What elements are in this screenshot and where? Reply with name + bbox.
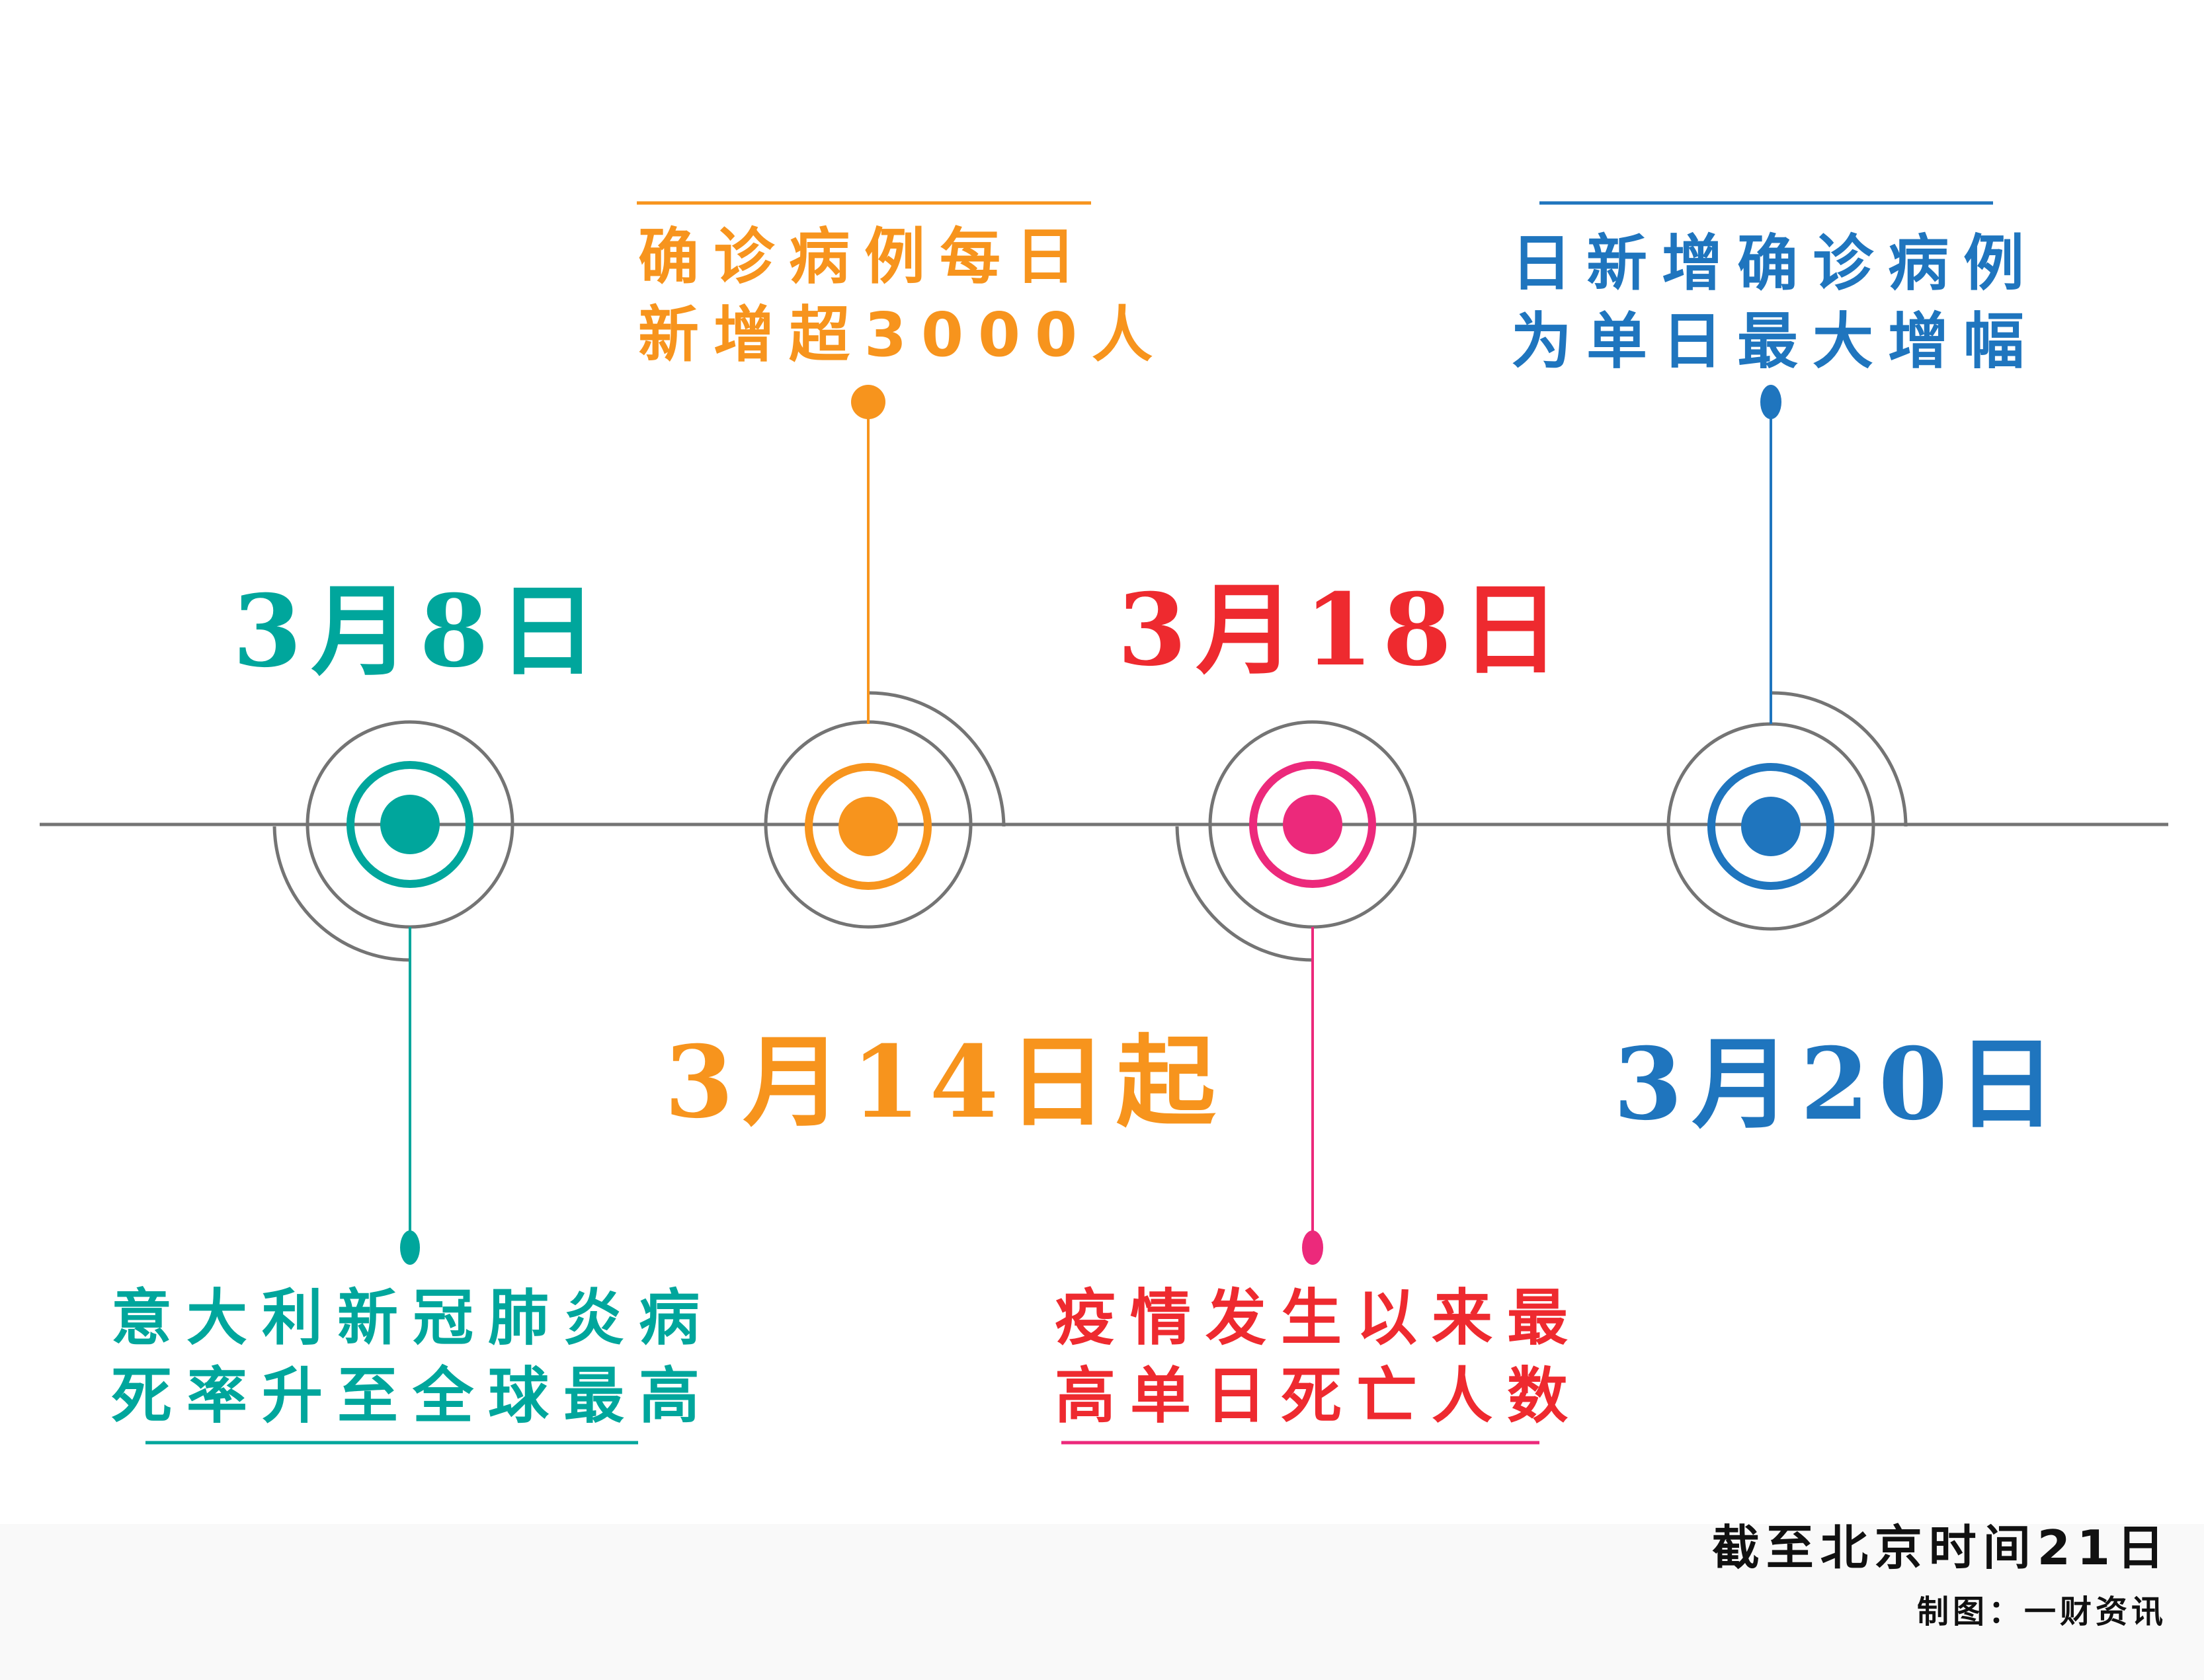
as-of-note: 截至北京时间21日 <box>1711 1520 2171 1576</box>
marker-mar14 <box>637 201 1091 929</box>
chart-credit: 制图：一财资讯 <box>1916 1593 2167 1630</box>
event-date-mar18: 3月18日 <box>1118 572 1570 688</box>
connector-dot-icon <box>400 1230 420 1265</box>
event-description-mar18: 疫情发生以来最 高单日死亡人数 <box>1055 1279 1582 1435</box>
marker-mar8 <box>145 720 638 1445</box>
marker-mar18 <box>1061 720 1539 1445</box>
description-line: 为单日最大增幅 <box>1511 306 2039 377</box>
connector-dot-icon <box>851 385 885 419</box>
event-date-mar20: 3月20日 <box>1613 1026 2066 1142</box>
inner-ring-icon <box>1249 761 1376 888</box>
center-dot-icon <box>1283 795 1342 854</box>
inner-ring-icon <box>1707 763 1834 890</box>
quarter-arc-icon <box>1175 826 1313 962</box>
event-description-mar8: 意大利新冠肺炎病 死率升至全球最高 <box>111 1279 714 1435</box>
description-line: 确诊病例每日 <box>638 221 1091 292</box>
connector-dot-icon <box>1760 385 1781 419</box>
quarter-arc-icon <box>1772 691 1908 827</box>
event-date-mar8: 3月8日 <box>233 573 606 690</box>
description-line: 高单日死亡人数 <box>1055 1361 1583 1431</box>
center-dot-icon <box>1741 797 1801 856</box>
event-description-mar14: 确诊病例每日 新增超3000人 <box>638 218 1167 374</box>
description-line: 新增超3000人 <box>638 300 1168 370</box>
event-date-mar14: 3月14日起 <box>665 1024 1225 1140</box>
description-line: 日新增确诊病例 <box>1511 228 2039 299</box>
connector-dot-icon <box>1302 1230 1323 1265</box>
center-dot-icon <box>380 795 440 854</box>
quarter-arc-icon <box>869 691 1006 827</box>
description-line: 意大利新冠肺炎病 <box>111 1283 715 1353</box>
description-line: 疫情发生以来最 <box>1055 1283 1583 1353</box>
inner-ring-icon <box>347 761 473 888</box>
center-dot-icon <box>838 797 898 856</box>
quarter-arc-icon <box>272 826 411 962</box>
description-line: 死率升至全球最高 <box>111 1361 715 1431</box>
footer-band <box>0 1524 2204 1680</box>
inner-ring-icon <box>805 763 932 890</box>
event-description-mar20: 日新增确诊病例 为单日最大增幅 <box>1511 225 2039 381</box>
marker-mar20 <box>1539 201 1993 931</box>
